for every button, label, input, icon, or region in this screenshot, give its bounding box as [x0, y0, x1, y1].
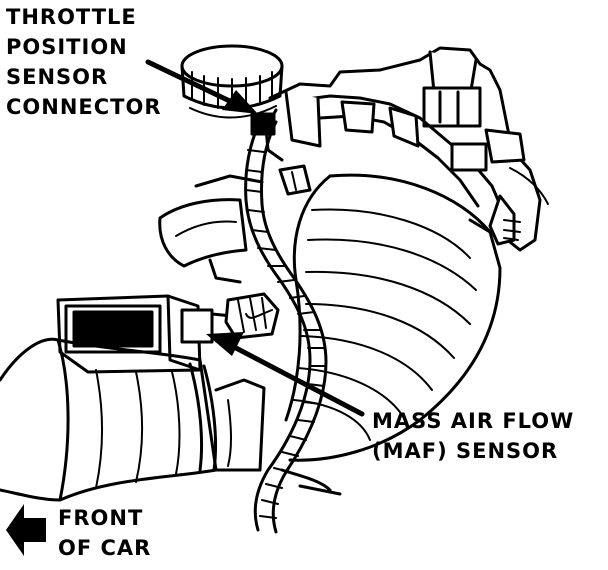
left-arrow-icon [6, 504, 46, 556]
upper-elbow [158, 174, 264, 284]
tps-label-line-3: SENSOR [6, 65, 109, 89]
front-label-line-2: OF CAR [58, 536, 152, 560]
tps-label-line-1: THROTTLE [6, 5, 137, 29]
tps-pointer-arrow [145, 59, 258, 114]
maf-sensor-label: MASS AIR FLOW (MAF) SENSOR [372, 406, 574, 466]
tps-label-line-2: POSITION [6, 35, 128, 59]
maf-pointer-arrow [206, 332, 365, 417]
maf-label-line-1: MASS AIR FLOW [372, 409, 575, 433]
tps-connector-label: THROTTLE POSITION SENSOR CONNECTOR [6, 2, 162, 122]
intake-duct [284, 173, 502, 462]
front-label-line-1: FRONT [58, 506, 144, 530]
wiring-harness [244, 116, 342, 534]
air-cleaner-tube [0, 337, 266, 502]
tps-label-line-4: CONNECTOR [6, 95, 162, 119]
throttle-body [264, 46, 549, 252]
front-of-car-label: FRONT OF CAR [58, 503, 151, 563]
tps-connector [250, 112, 312, 196]
maf-label-line-2: (MAF) SENSOR [372, 439, 559, 463]
maf-sensor-body [56, 292, 280, 374]
